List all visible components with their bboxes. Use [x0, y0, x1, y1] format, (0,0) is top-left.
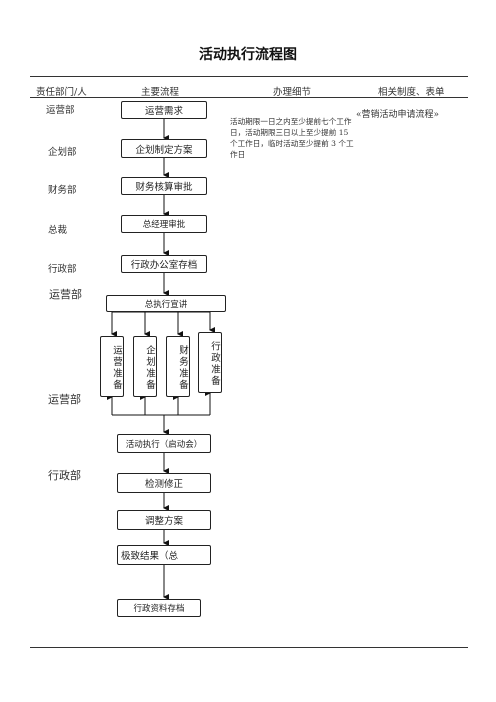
header-process: 主要流程	[141, 87, 180, 98]
dept-label: 运营部	[49, 288, 82, 301]
table-bottom-rule	[30, 647, 468, 648]
dept-label: 企划部	[48, 147, 77, 158]
step-admin-records-archive: 行政资料存档	[117, 599, 201, 617]
header-bottom-rule	[30, 97, 468, 98]
step-gm-approval: 总经理审批	[121, 215, 207, 233]
prep-admin: 行政准备	[198, 332, 222, 393]
prep-planning: 企划准备	[133, 336, 157, 397]
step-monitor-correct: 检测修正	[117, 473, 211, 493]
dept-label: 运营部	[48, 393, 81, 406]
step-operation-demand: 运营需求	[121, 101, 207, 119]
step-activity-execution: 活动执行（启动会）	[117, 434, 211, 453]
step-planning-proposal: 企划制定方案	[121, 139, 207, 158]
header-dept: 责任部门/人	[36, 87, 87, 98]
header-related: 相关制度、表单	[378, 87, 445, 98]
step-general-briefing: 总执行宣讲	[106, 295, 226, 312]
prep-finance: 财务准备	[166, 336, 190, 397]
step-adjust-plan: 调整方案	[117, 510, 211, 530]
prep-operation: 运营准备	[100, 336, 124, 397]
step-admin-archive: 行政办公室存档	[121, 255, 207, 273]
detail-note: 活动期限一日之内至少提前七个工作日，活动期限三日以上至少提前 15 个工作日，临…	[230, 117, 354, 159]
page-title: 活动执行流程图	[199, 47, 297, 63]
step-finance-approval: 财务核算审批	[121, 177, 207, 195]
step-final-result: 极致结果（总	[117, 545, 211, 565]
header-detail: 办理细节	[273, 87, 312, 98]
table-top-rule	[30, 76, 468, 77]
dept-label: 总裁	[48, 225, 68, 236]
dept-label: 财务部	[48, 185, 77, 196]
dept-label: 行政部	[48, 264, 77, 275]
dept-label: 运营部	[46, 105, 75, 116]
related-form: «营销活动申请流程»	[356, 110, 440, 120]
dept-label: 行政部	[48, 469, 81, 482]
